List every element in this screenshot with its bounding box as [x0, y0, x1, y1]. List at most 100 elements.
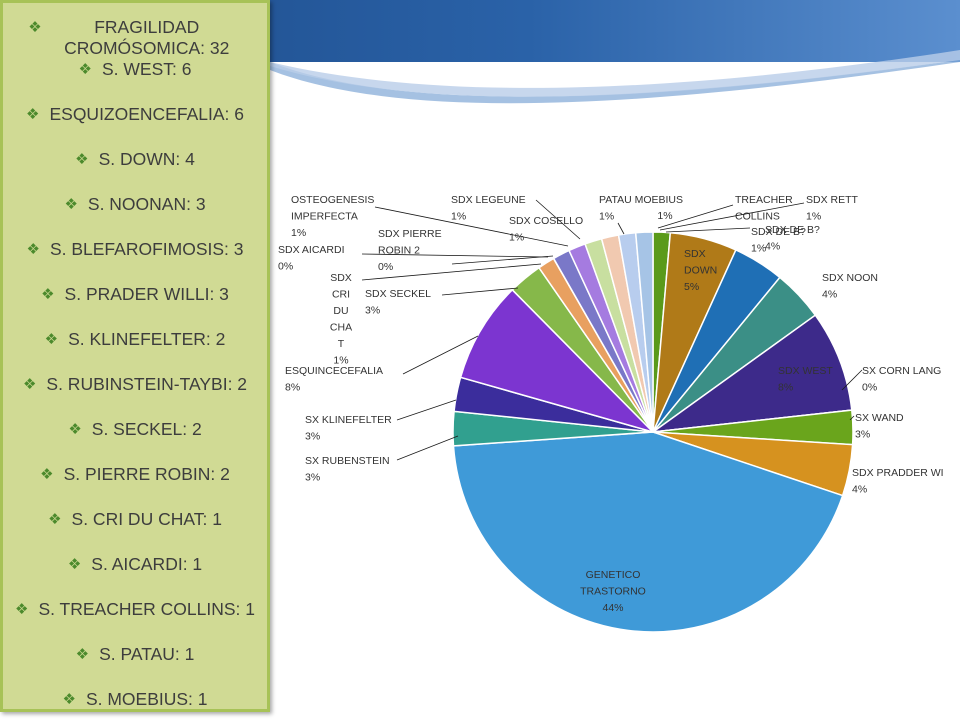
syndrome-list-item-text: S. PATAU: 1 — [99, 644, 195, 664]
slice-label-line: 1% — [451, 211, 466, 223]
slice-label-line: SDX DE B? — [765, 224, 820, 236]
slice-label-line: SDX PRADDER WI — [852, 467, 944, 479]
slice-label-line: 3% — [305, 472, 320, 484]
diamond-bullet-icon: ❖ — [62, 691, 76, 708]
slice-label-line: 1% — [509, 232, 524, 244]
slice-label-line: COLLINS — [735, 211, 780, 223]
slice-label: SX CORN LANG 0% — [862, 365, 941, 394]
syndrome-list-item-text: S. NOONAN: 3 — [87, 194, 206, 214]
syndrome-list-item: ❖ S. PRADER WILLI: 3 — [11, 284, 259, 329]
syndrome-list-item: ❖ S. WEST: 6 — [11, 59, 259, 104]
syndrome-list-item-text: S. KLINEFELTER: 2 — [68, 329, 226, 349]
leader-line — [841, 369, 863, 391]
leader-line — [659, 202, 805, 231]
slice-label-line: SDX — [684, 248, 706, 260]
leader-line — [396, 435, 459, 461]
diamond-bullet-icon: ❖ — [26, 241, 40, 258]
diamond-bullet-icon: ❖ — [68, 421, 82, 438]
leader-line — [665, 227, 751, 233]
diamond-bullet-icon: ❖ — [48, 511, 62, 528]
diamond-bullet-icon: ❖ — [22, 376, 37, 393]
syndrome-list-item: ❖ S. SECKEL: 2 — [11, 419, 259, 464]
slice-label: PATAU MOEBIUS 1% — [599, 194, 683, 223]
slice-label-line: OSTEOGENESIS — [291, 194, 374, 206]
slice-label-line: 1% — [751, 243, 766, 255]
slice-label-line: GENETICO — [586, 569, 641, 581]
slice-label: SDX PRADDER WI 4% — [852, 467, 944, 496]
syndrome-list-item: ❖S. DOWN: 4 — [11, 149, 259, 194]
syndrome-list-item: ❖ S. PATAU: 1 — [11, 644, 259, 689]
slice-label: SDX DE B?1% — [751, 226, 806, 255]
leader-line — [657, 204, 734, 229]
slice-label-line: SX KLINEFELTER — [305, 414, 392, 426]
slice-label-line: 8% — [778, 382, 793, 394]
slice-label-line: 5% — [684, 281, 699, 293]
diamond-bullet-icon: ❖ — [67, 556, 82, 573]
syndrome-list-item: ❖S. NOONAN: 3 — [11, 194, 259, 239]
syndrome-list-item-text: S. PIERRE ROBIN: 2 — [63, 464, 230, 484]
syndrome-list: ❖ FRAGILIDAD CROMÓSOMICA: 32 ❖ S. WEST: 6 ❖ E… — [3, 3, 267, 711]
leader-line — [617, 222, 625, 235]
slice-label-line: SX WAND — [855, 412, 904, 424]
diamond-bullet-icon: ❖ — [40, 466, 54, 483]
slice-label-line: SDX NOON — [822, 272, 878, 284]
leader-line — [849, 415, 855, 421]
slice-label-line: 8% — [285, 382, 300, 394]
slice-label-line: TREACHER — [735, 194, 793, 206]
syndrome-list-item-text: S. WEST: 6 — [101, 59, 192, 79]
diamond-bullet-icon: ❖ — [78, 61, 92, 78]
syndrome-list-item: ❖ S. CRI DU CHAT: 1 — [11, 509, 259, 554]
syndrome-list-item-text: FRAGILIDAD CROMÓSOMICA: 32 — [64, 17, 230, 58]
pie-slice — [634, 231, 654, 433]
slice-label-line: 44% — [602, 602, 623, 614]
slice-label-line: 0% — [378, 261, 393, 273]
diamond-bullet-icon: ❖ — [15, 601, 29, 618]
slice-label-line: 4% — [852, 484, 867, 496]
slice-label: SDX DE B? 4% — [765, 224, 820, 253]
leader-line — [374, 206, 569, 247]
slice-label-line: 3% — [305, 431, 320, 443]
slice-label-line: 0% — [862, 382, 877, 394]
syndrome-list-item-text: S. BLEFAROFIMOSIS: 3 — [49, 239, 244, 259]
diamond-bullet-icon: ❖ — [75, 646, 90, 663]
slice-label-line: SDX SECKEL — [365, 288, 431, 300]
pie-slice — [452, 431, 844, 633]
slice-label-line: ESQUINCECEFALIA — [285, 365, 383, 377]
slice-label: SDX RETT 1% — [806, 194, 859, 223]
diamond-bullet-icon: ❖ — [75, 151, 89, 168]
diamond-bullet-icon: ❖ — [26, 106, 40, 123]
slice-label-line: 1% — [806, 211, 821, 223]
syndrome-list-item-text: S. CRI DU CHAT: 1 — [71, 509, 222, 529]
slice-label-line: TRASTORNO — [580, 586, 646, 598]
slice-label-line: SDX RETT — [806, 194, 859, 206]
diamond-bullet-icon: ❖ — [41, 286, 55, 303]
slice-label-line: 1% — [333, 355, 348, 367]
syndrome-list-item-text: S. MOEBIUS: 1 — [85, 689, 208, 709]
syndrome-list-item-text: S. PRADER WILLI: 3 — [64, 284, 229, 304]
slice-label-line: 4% — [765, 241, 780, 253]
syndrome-list-item: ❖ S. BLEFAROFIMOSIS: 3 — [11, 239, 259, 284]
slice-label-line: 1% — [599, 211, 614, 223]
slice-label-line: DU — [333, 305, 348, 317]
slice-label-line: SX CORN LANG — [862, 365, 941, 377]
slice-label-line: PATAU MOEBIUS — [599, 194, 683, 206]
slice-label-line: 1% — [657, 210, 672, 222]
pie-slice — [650, 314, 853, 434]
syndrome-list-item: ❖ S. MOEBIUS: 1 — [11, 689, 259, 711]
diamond-bullet-icon: ❖ — [28, 19, 42, 36]
syndrome-list-item: ❖S. KLINEFELTER: 2 — [11, 329, 259, 374]
slice-label: GENETICO TRASTORNO 44% — [580, 569, 646, 614]
leader-line — [441, 287, 519, 296]
syndrome-list-item: ❖S. RUBINSTEIN-TAYBI: 2 — [11, 374, 259, 419]
syndrome-list-item-text: S. SECKEL: 2 — [91, 419, 202, 439]
syndrome-list-item-text: ESQUIZOENCEFALIA: 6 — [49, 104, 244, 124]
